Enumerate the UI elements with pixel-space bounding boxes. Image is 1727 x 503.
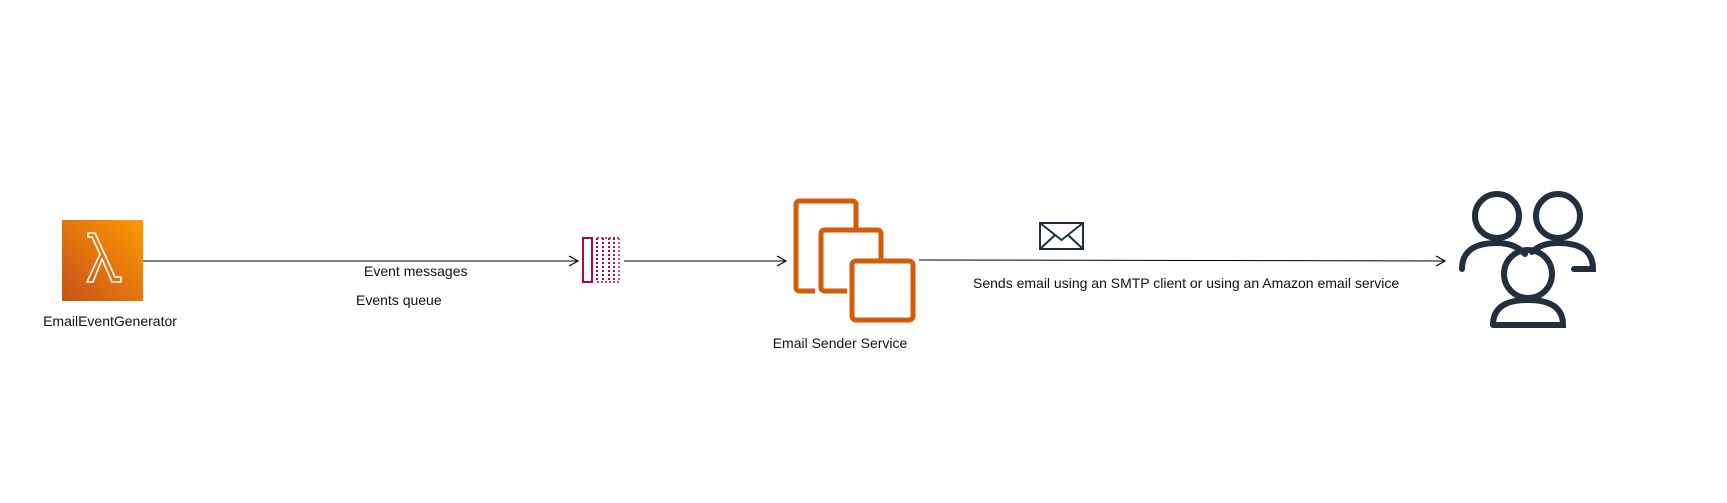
lambda-label: EmailEventGenerator — [43, 313, 177, 329]
service-label: Email Sender Service — [773, 335, 908, 351]
edge-lambda-to-queue — [143, 255, 580, 267]
users-node — [1459, 191, 1597, 328]
queue-label: Events queue — [356, 292, 442, 308]
envelope-icon — [1039, 222, 1084, 250]
queue-node: Events queue — [356, 237, 620, 308]
users-icon — [1459, 191, 1597, 328]
edge-service-to-users — [918, 255, 1447, 267]
service-node: Email Sender Service — [773, 198, 916, 351]
lambda-node: EmailEventGenerator — [43, 220, 177, 329]
edge-queue-to-service — [624, 255, 788, 267]
sqs-queue-icon — [582, 237, 620, 283]
edge-label-event-messages: Event messages — [364, 263, 468, 279]
ec2-instances-icon — [793, 198, 916, 323]
lambda-icon — [62, 220, 143, 301]
edge-label-sends-email: Sends email using an SMTP client or usin… — [973, 275, 1399, 291]
